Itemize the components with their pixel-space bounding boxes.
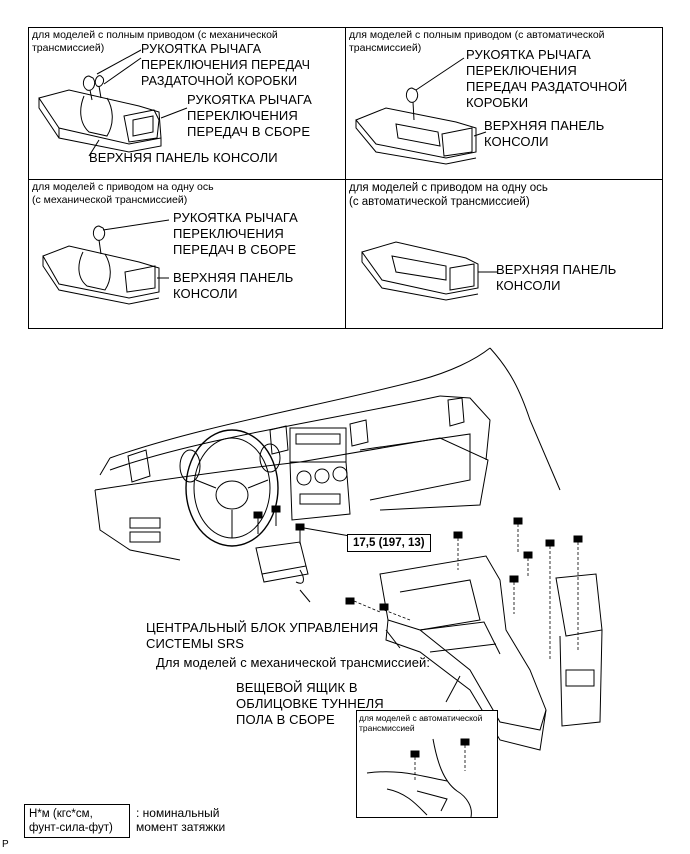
- srs-bolts: [253, 505, 305, 544]
- console-2wd-manual-illustration: [42, 219, 170, 305]
- label-shift-knob: РУКОЯТКА РЫЧАГА ПЕРЕКЛЮЧЕНИЯ ПЕРЕДАЧ В С…: [173, 210, 298, 257]
- armrest: [555, 573, 603, 637]
- panel-4wd-automatic: для моделей с полным приводом (с автомат…: [345, 27, 663, 180]
- label-console-upper-panel: ВЕРХНЯЯ ПАНЕЛЬ КОНСОЛИ: [89, 150, 278, 165]
- label-transfer-knob: РУКОЯТКА РЫЧАГА ПЕРЕКЛЮЧЕНИЯ ПЕРЕДАЧ РАЗ…: [141, 42, 311, 88]
- panel-header: для моделей с полным приводом (с автомат…: [349, 29, 605, 54]
- label-console-upper-panel: ВЕРХНЯЯ ПАНЕЛЬ КОНСОЛИ: [173, 270, 294, 301]
- inset-header: для моделей с автоматической трансмиссие…: [359, 713, 483, 733]
- steering-wheel: [185, 429, 279, 547]
- console-4wd-manual-illustration: [38, 49, 188, 157]
- dashboard-console-illustration: [94, 347, 603, 751]
- label-console-upper-panel: ВЕРХНЯЯ ПАНЕЛЬ КОНСОЛИ: [484, 118, 605, 149]
- inset-automatic-transmission: для моделей с автоматической трансмиссие…: [356, 710, 498, 818]
- panel-2wd-automatic: для моделей с приводом на одну ось (с ав…: [345, 179, 663, 329]
- panel-header: для моделей с приводом на одну ось (с ме…: [32, 181, 214, 206]
- panel-header: для моделей с полным приводом (с механич…: [32, 29, 278, 54]
- srs-unit: [255, 541, 307, 575]
- label-srs-control-unit: ЦЕНТРАЛЬНЫЙ БЛОК УПРАВЛЕНИЯ СИСТЕМЫ SRS: [146, 620, 379, 651]
- console-2wd-automatic-illustration: [361, 241, 498, 301]
- panel-4wd-manual: для моделей с полным приводом (с механич…: [28, 27, 346, 180]
- torque-legend-text: : номинальный момент затяжки: [136, 806, 226, 834]
- torque-spec: 17,5 (197, 13): [347, 534, 431, 552]
- floor-console: [379, 555, 547, 731]
- label-transfer-knob: РУКОЯТКА РЫЧАГА ПЕРЕКЛЮЧЕНИЯ ПЕРЕДАЧ РАЗ…: [466, 47, 628, 110]
- inset-illustration: [366, 738, 472, 818]
- panel-2wd-manual: для моделей с приводом на одну ось (с ме…: [28, 179, 346, 329]
- panel-header: для моделей с приводом на одну ось (с ав…: [349, 182, 548, 208]
- console-bolts: [345, 517, 583, 660]
- label-floor-tunnel-glovebox: ВЕЩЕВОЙ ЯЩИК В ОБЛИЦОВКЕ ТУННЕЛЯ ПОЛА В …: [236, 680, 384, 727]
- label-shift-knob: РУКОЯТКА РЫЧАГА ПЕРЕКЛЮЧЕНИЯ ПЕРЕДАЧ В С…: [187, 92, 312, 139]
- torque-legend-box: Н*м (кгс*см, фунт-сила-фут): [24, 804, 130, 838]
- label-console-upper-panel: ВЕРХНЯЯ ПАНЕЛЬ КОНСОЛИ: [496, 262, 617, 293]
- corner-mark: P: [2, 839, 9, 850]
- note-manual-transmission: Для моделей с механической трансмиссией:: [156, 655, 431, 670]
- console-4wd-automatic-illustration: [355, 57, 487, 165]
